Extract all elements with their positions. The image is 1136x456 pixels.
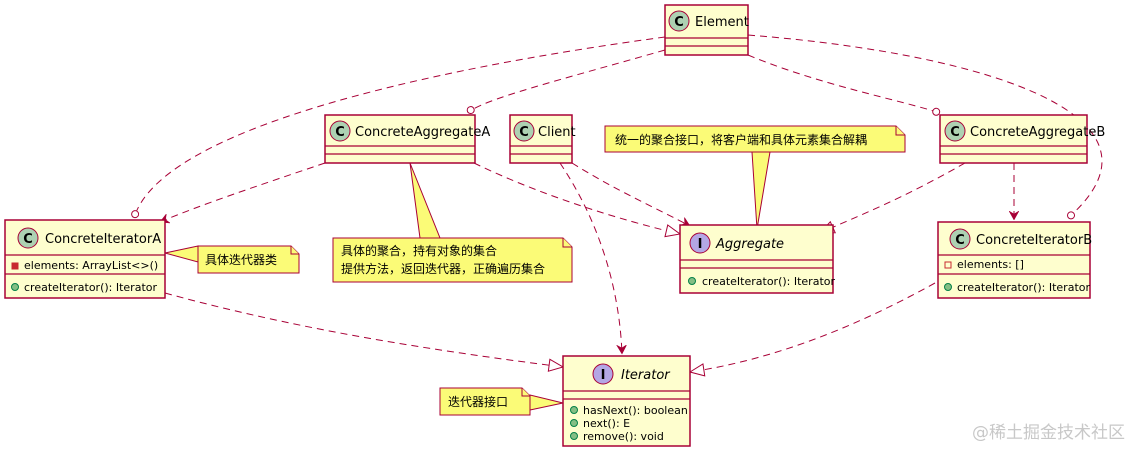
- class-field: elements: ArrayList<>(): [24, 259, 158, 272]
- class-name: Aggregate: [715, 237, 784, 252]
- edge-concrete-aggregate-b-aggregate: [820, 162, 966, 233]
- class-method: remove(): void: [583, 430, 664, 443]
- class-badge-icon: [949, 228, 971, 250]
- class-concrete-aggregate-b[interactable]: C ConcreteAggregateB: [939, 114, 1105, 164]
- public-method-icon: [570, 419, 578, 427]
- edge-element-concrete-aggregate-a: [466, 49, 666, 115]
- interface-badge-icon: [592, 363, 614, 385]
- badge-letter: C: [519, 125, 529, 140]
- note-text: 统一的聚合接口，将客户端和具体元素集合解耦: [615, 132, 867, 147]
- class-method: next(): E: [583, 417, 630, 430]
- class-badge-icon: [944, 120, 966, 142]
- class-client[interactable]: C Client: [509, 114, 576, 164]
- note-connector-aggregate: [751, 151, 771, 230]
- class-method: hasNext(): boolean: [583, 404, 688, 417]
- edge-element-concrete-iterator-a: [131, 36, 666, 219]
- interface-iterator[interactable]: I Iterator hasNext(): boolean next(): E …: [562, 355, 691, 447]
- class-element[interactable]: C Element: [664, 4, 749, 56]
- class-name: ConcreteAggregateA: [355, 125, 490, 140]
- note-connector-iterator: [529, 394, 564, 411]
- note-connector-concrete-aggregate: [409, 162, 441, 239]
- note-aggregate: 统一的聚合接口，将客户端和具体元素集合解耦: [604, 125, 906, 153]
- note-connectors: [164, 151, 771, 411]
- badge-letter: C: [950, 125, 960, 140]
- badge-letter: I: [698, 237, 703, 252]
- private-field-icon: [11, 262, 19, 270]
- public-method-icon: [688, 277, 696, 285]
- edge-concrete-aggregate-a-aggregate: [473, 162, 680, 234]
- badge-letter: C: [674, 15, 684, 30]
- note-text-line: 提供方法，返回迭代器，正确遍历集合: [341, 261, 545, 276]
- badge-letter: I: [601, 368, 606, 383]
- class-method: createIterator(): Iterator: [702, 275, 835, 288]
- public-method-icon: [944, 283, 952, 291]
- public-method-icon: [11, 283, 19, 291]
- class-name: ConcreteIteratorB: [976, 233, 1092, 248]
- note-text-line: 具体的聚合，持有对象的集合: [341, 243, 497, 258]
- note-text: 具体迭代器类: [205, 253, 277, 267]
- class-method: createIterator(): Iterator: [957, 281, 1090, 294]
- class-name: Iterator: [621, 368, 671, 383]
- edge-client-iterator: [559, 162, 622, 354]
- note-iterator: 迭代器接口: [439, 387, 531, 416]
- edge-concrete-iterator-b-iterator: [690, 282, 936, 372]
- public-method-icon: [570, 406, 578, 414]
- edge-concrete-iterator-a-iterator: [164, 292, 563, 367]
- class-name: ConcreteAggregateB: [970, 125, 1105, 140]
- edge-client-aggregate: [571, 162, 690, 226]
- class-badge-icon: [513, 120, 535, 142]
- interface-badge-icon: [689, 232, 711, 254]
- note-connector-concrete-iterator: [164, 245, 199, 263]
- class-field: elements: []: [957, 258, 1024, 271]
- edge-concrete-aggregate-a-concrete-iterator-a: [160, 162, 326, 222]
- class-concrete-aggregate-a[interactable]: C ConcreteAggregateA: [324, 114, 490, 164]
- note-concrete-aggregate: 具体的聚合，持有对象的集合 提供方法，返回迭代器，正确遍历集合: [332, 237, 573, 283]
- edges: [131, 34, 1103, 372]
- public-method-icon: [570, 432, 578, 440]
- private-field-icon: [944, 261, 952, 269]
- edge-element-concrete-aggregate-b: [747, 54, 941, 116]
- class-badge-icon: [17, 227, 39, 249]
- class-name: Element: [695, 15, 749, 30]
- interface-aggregate[interactable]: I Aggregate createIterator(): Iterator: [679, 224, 835, 294]
- class-name: Client: [538, 125, 576, 140]
- class-method: createIterator(): Iterator: [24, 281, 157, 294]
- class-badge-icon: [329, 120, 351, 142]
- edge-element-concrete-iterator-b: [747, 34, 1103, 220]
- watermark-text: @稀土掘金技术社区: [972, 423, 1125, 443]
- class-name: ConcreteIteratorA: [45, 232, 161, 247]
- badge-letter: C: [23, 232, 33, 247]
- class-badge-icon: [668, 10, 690, 32]
- class-concrete-iterator-b[interactable]: C ConcreteIteratorB elements: [] createI…: [937, 221, 1092, 299]
- note-text: 迭代器接口: [448, 394, 508, 409]
- badge-letter: C: [955, 233, 965, 248]
- badge-letter: C: [335, 125, 345, 140]
- note-concrete-iterator: 具体迭代器类: [197, 245, 300, 274]
- class-concrete-iterator-a[interactable]: C ConcreteIteratorA elements: ArrayList<…: [4, 219, 166, 299]
